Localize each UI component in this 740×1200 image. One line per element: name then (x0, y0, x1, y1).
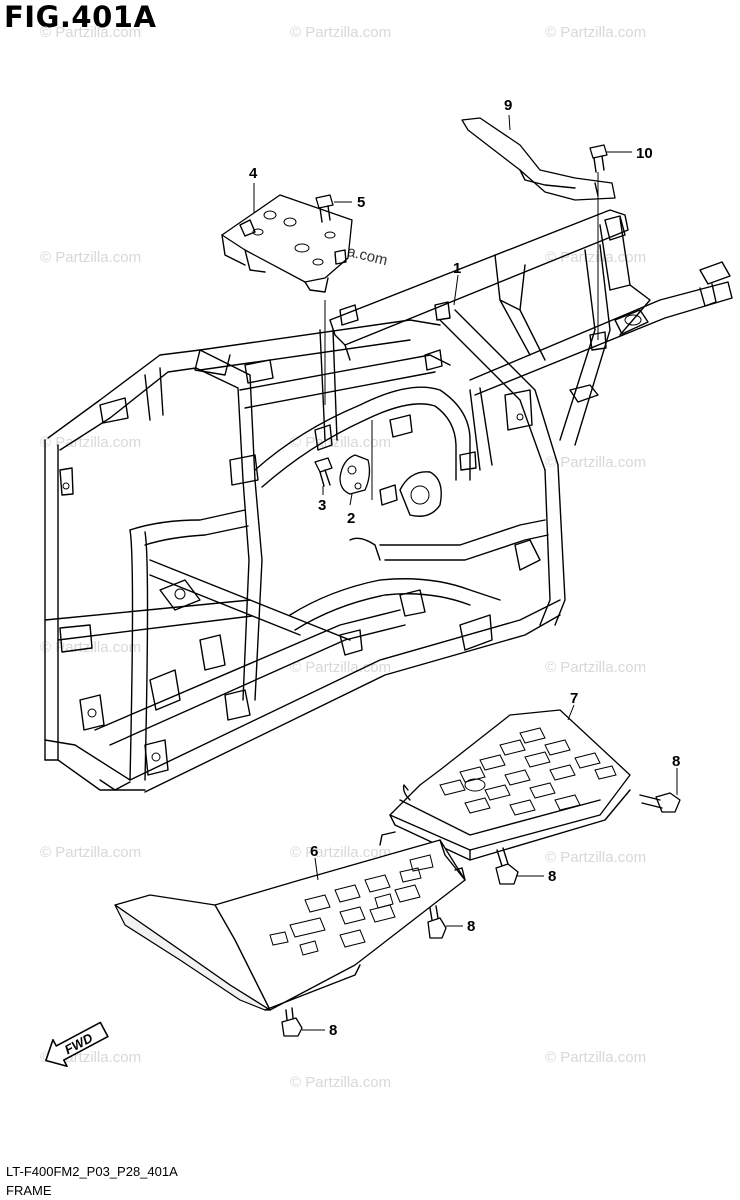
callout-8: 8 (548, 868, 556, 885)
callout-2: 2 (347, 510, 355, 527)
watermark: © Partzilla.com (290, 659, 391, 676)
callout-1: 1 (453, 260, 461, 277)
watermark: © Partzilla.com (290, 24, 391, 41)
watermark: © Partzilla.com (545, 849, 646, 866)
bolt-part-8-lower (427, 905, 447, 939)
callout-5: 5 (357, 194, 365, 211)
callout-9: 9 (504, 97, 512, 114)
watermark: © Partzilla.com (290, 434, 391, 451)
skid-plate-part-7 (389, 709, 631, 861)
watermark: © Partzilla.com (545, 454, 646, 471)
watermark: © Partzilla.com (545, 24, 646, 41)
watermark: © Partzilla.com (40, 434, 141, 451)
main-frame (44, 209, 733, 793)
figure-name: FRAME (6, 1183, 52, 1198)
callout-4: 4 (249, 165, 258, 182)
watermark: © Partzilla.com (40, 844, 141, 861)
callout-3: 3 (318, 497, 326, 514)
seat-bracket-part-4 (221, 194, 353, 293)
callout-8: 8 (672, 753, 680, 770)
skid-plate-part-6 (114, 831, 466, 1011)
bolt-part-10 (589, 144, 608, 173)
watermark: © Partzilla.com (545, 1049, 646, 1066)
callout-7: 7 (570, 690, 578, 707)
watermark: © Partzilla.com (40, 249, 141, 266)
bolt-part-5 (315, 194, 334, 223)
figure-title: FIG.401A (4, 0, 157, 34)
bolt-part-8-center (495, 847, 519, 885)
watermark: © Partzilla.com (290, 844, 391, 861)
bolt-part-8-bottom (281, 1007, 303, 1037)
watermark: © Partzilla.com (545, 659, 646, 676)
leader-lines (253, 114, 678, 1031)
rear-bracket-part-9 (461, 117, 616, 201)
watermark: © Partzilla.com (40, 24, 141, 41)
bolt-part-8-right (639, 792, 681, 813)
callout-8: 8 (329, 1022, 337, 1039)
callout-10: 10 (636, 145, 653, 162)
watermark: © Partzilla.com (290, 1074, 391, 1091)
bracket-part-2 (339, 454, 371, 495)
callouts: 1 2 3 4 5 6 7 8 8 8 8 9 10 (249, 97, 680, 1039)
install-lines (324, 172, 599, 500)
bolt-part-3 (314, 457, 333, 487)
callout-6: 6 (310, 843, 318, 860)
figure-code: LT-F400FM2_P03_P28_401A (6, 1164, 178, 1179)
callout-8: 8 (467, 918, 475, 935)
